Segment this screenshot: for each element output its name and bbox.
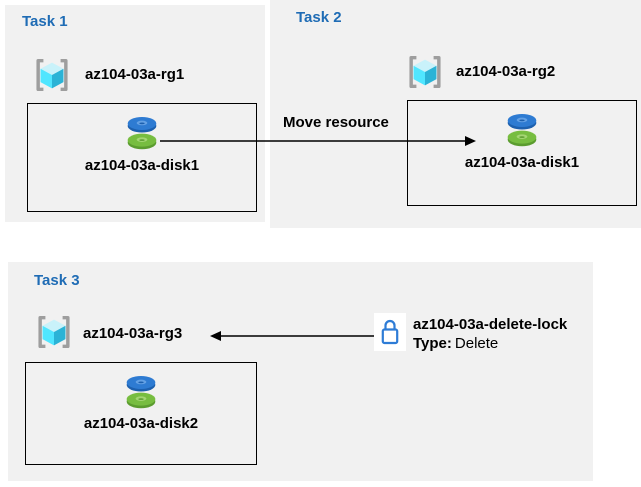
- lock-type-value: Delete: [454, 335, 499, 352]
- lock-tile: [374, 313, 406, 351]
- delete-lock-name: az104-03a-delete-lock: [413, 316, 568, 333]
- task3-panel: Task 3 az104-03a-rg3 az104-03a-disk2: [8, 262, 593, 481]
- lock-icon: [378, 317, 402, 347]
- task2-resource-box: az104-03a-disk1: [407, 100, 637, 206]
- move-resource-label: Move resource: [283, 114, 389, 131]
- task3-title: Task 3: [34, 272, 80, 289]
- resource-group-icon: [33, 311, 75, 353]
- managed-disk-icon: [501, 110, 543, 150]
- task2-panel: Task 2 az104-03a-rg2 az104-03a-disk1: [270, 0, 641, 228]
- task1-disk-label: az104-03a-disk1: [84, 157, 200, 174]
- task2-title: Task 2: [296, 9, 342, 26]
- task3-resource-box: az104-03a-disk2: [25, 362, 257, 465]
- resource-group-icon: [404, 51, 446, 93]
- task3-resource-group-label: az104-03a-rg3: [83, 325, 183, 342]
- task1-resource-group-label: az104-03a-rg1: [85, 66, 185, 83]
- task1-title: Task 1: [22, 13, 68, 30]
- task1-resource-box: az104-03a-disk1: [27, 103, 257, 212]
- delete-lock-arrow: [210, 331, 376, 341]
- task3-disk-label: az104-03a-disk2: [83, 415, 199, 432]
- task2-resource-group-label: az104-03a-rg2: [456, 63, 556, 80]
- managed-disk-icon: [120, 372, 162, 412]
- resource-group-icon: [31, 54, 73, 96]
- task1-panel: Task 1 az104-03a-rg1 az104-03a-disk1: [5, 5, 265, 222]
- delete-lock-type: Type:Delete: [413, 335, 498, 353]
- lock-type-label: Type:: [413, 335, 452, 352]
- managed-disk-icon: [121, 113, 163, 153]
- task2-disk-label: az104-03a-disk1: [464, 154, 580, 171]
- move-resource-arrow: [160, 136, 476, 146]
